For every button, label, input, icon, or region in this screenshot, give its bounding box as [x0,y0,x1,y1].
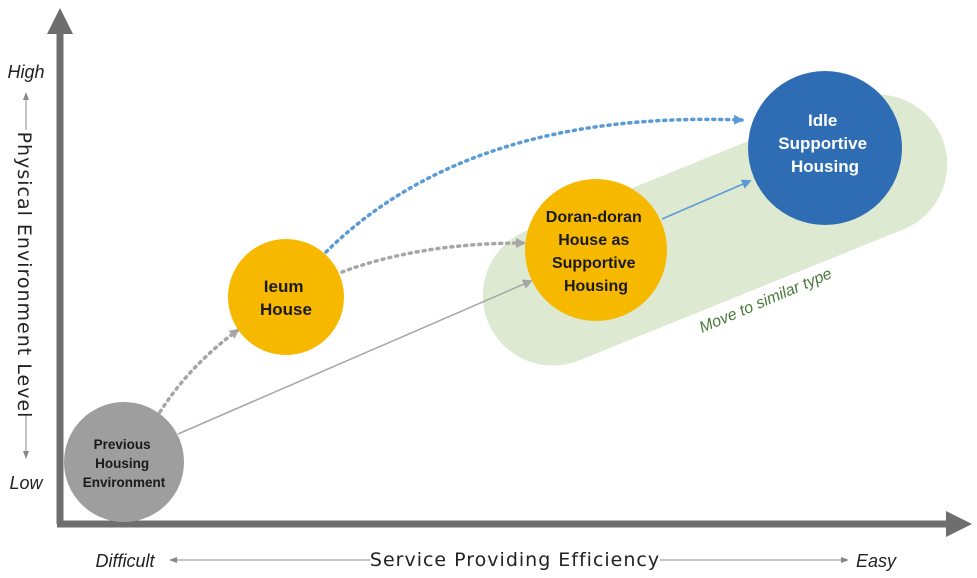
node-doran-doran-house-label: Doran-doran House as Supportive Housing [546,209,646,295]
arrow-previous-to-ieum [158,328,240,414]
node-ieum-house-label: Ieum House [260,277,312,319]
x-axis [57,511,972,537]
arrow-ieum-to-doran [340,238,526,274]
arrow-previous-to-doran [177,279,533,435]
x-easy-label: Easy [856,551,897,571]
x-axis-title: Service Providing Efficiency [370,549,660,571]
node-previous-housing [64,402,184,522]
y-axis-title: Physical Environment Level [13,132,35,419]
arrow-ieum-to-idle [324,114,744,254]
node-ieum-house [228,239,344,355]
arrow-doran-to-idle [661,179,752,220]
x-difficult-label: Difficult [95,551,155,571]
y-high-label: High [7,62,44,82]
node-doran-doran-house [525,179,667,321]
y-low-label: Low [9,473,43,493]
y-axis [47,8,73,524]
node-idle-supportive-housing [748,71,902,225]
node-previous-housing-label: Previous Housing Environment [83,437,166,490]
node-idle-supportive-housing-label: Idle Supportive Housing [778,111,872,176]
